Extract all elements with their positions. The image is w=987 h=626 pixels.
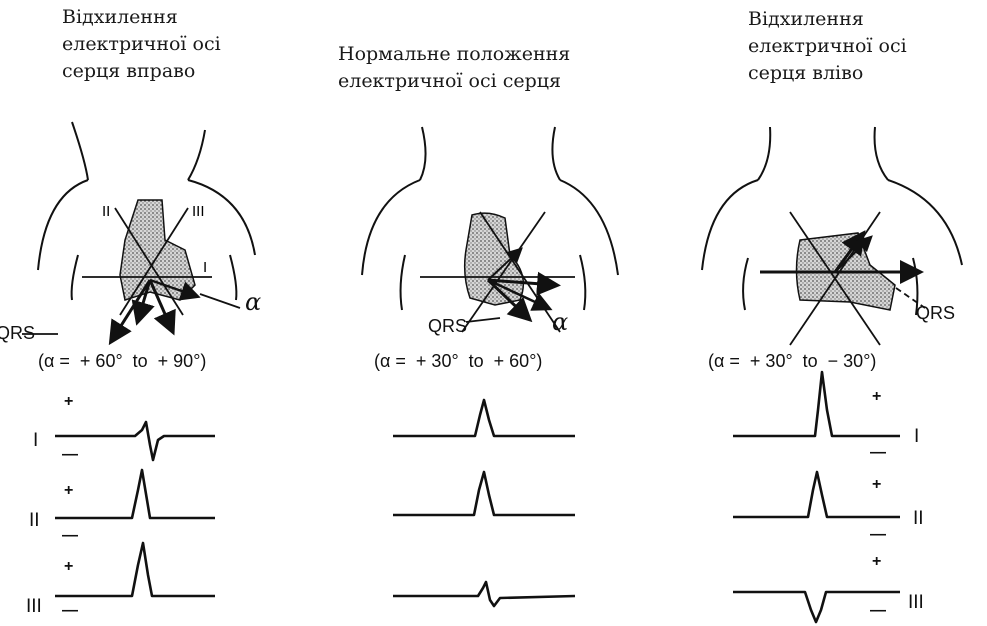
lead-label-II-left: II <box>913 508 924 530</box>
lead-label-II-right: II <box>29 510 40 532</box>
ecg-lead-II-right <box>55 470 215 518</box>
plus-sign-III-left: + <box>872 553 881 571</box>
formula-right-deviation: (α = + 60° to + 90°) <box>38 351 206 372</box>
ecg-lead-I-right <box>55 422 215 460</box>
plus-sign-II-left: + <box>872 476 881 494</box>
plus-sign-III-right: + <box>64 558 73 576</box>
qrs-label-right: QRS <box>0 323 35 344</box>
qrs-label-left: QRS <box>916 303 955 324</box>
ecg-traces-left-deviation <box>733 372 900 622</box>
ecg-lead-I-normal <box>393 400 575 436</box>
plus-sign-I-left: + <box>872 388 881 406</box>
minus-sign-I-left: — <box>870 444 886 462</box>
ecg-lead-III-normal <box>393 582 575 606</box>
minus-sign-I-right: — <box>62 446 78 464</box>
lead-label-I-right: I <box>33 430 38 452</box>
lead-label-I-left: I <box>914 426 919 448</box>
lead-I-axis-label-right: I <box>203 259 207 276</box>
ecg-lead-III-right <box>55 543 215 596</box>
lead-label-III-right: III <box>26 596 42 618</box>
minus-sign-III-left: — <box>870 602 886 620</box>
lead-II-axis-label-right: II <box>102 203 110 220</box>
alpha-label-normal: α <box>552 308 568 336</box>
plus-sign-I-right: + <box>64 393 73 411</box>
ecg-lead-II-normal <box>393 472 575 515</box>
formula-normal-axis: (α = + 30° to + 60°) <box>374 351 542 372</box>
formula-left-deviation: (α = + 30° to − 30°) <box>708 351 876 372</box>
alpha-label-right: α <box>245 288 261 316</box>
lead-label-III-left: III <box>908 592 924 614</box>
minus-sign-II-right: — <box>62 527 78 545</box>
qrs-label-normal: QRS <box>428 316 467 337</box>
ecg-traces-normal <box>393 400 575 606</box>
plus-sign-II-right: + <box>64 482 73 500</box>
lead-III-axis-label-right: III <box>192 203 205 220</box>
minus-sign-II-left: — <box>870 526 886 544</box>
ecg-traces-right-deviation <box>55 422 215 596</box>
minus-sign-III-right: — <box>62 602 78 620</box>
